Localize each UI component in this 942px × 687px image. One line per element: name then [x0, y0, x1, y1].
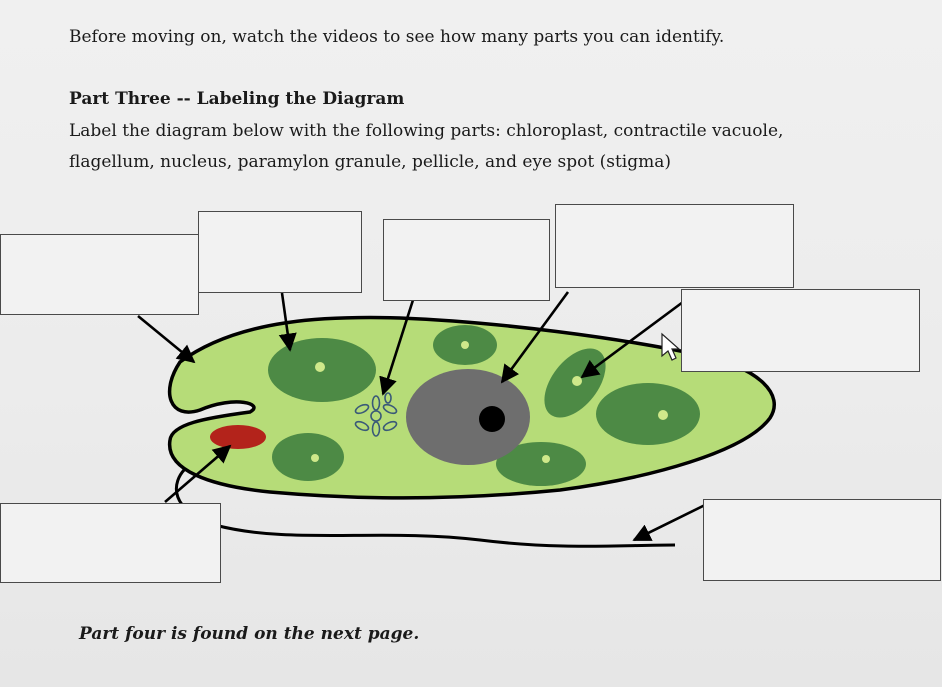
arrow-to-chloroplast — [278, 292, 297, 352]
paramylon-granule — [315, 362, 325, 372]
paramylon-granule — [311, 454, 319, 462]
label-box-paramylon-granule[interactable] — [681, 289, 920, 372]
nucleus — [406, 369, 530, 465]
chloroplast — [496, 442, 586, 486]
eye-spot-stigma — [210, 425, 266, 449]
arrow-to-flagellum — [632, 503, 706, 542]
paramylon-granule — [658, 410, 668, 420]
mouse-cursor-icon — [661, 332, 681, 361]
label-box-chloroplast[interactable] — [198, 211, 362, 293]
chloroplast — [272, 433, 344, 481]
arrow-to-contractile-vacuole — [379, 299, 415, 396]
nucleolus — [479, 406, 505, 432]
arrow-to-eye-spot — [164, 444, 232, 503]
part-title: Part Three -- Labeling the Diagram — [69, 89, 405, 109]
paramylon-granule — [542, 455, 550, 463]
paramylon-granule — [572, 376, 582, 386]
label-box-eye-spot[interactable] — [0, 503, 221, 583]
arrow-to-pellicle — [137, 314, 196, 364]
label-box-nucleus[interactable] — [555, 204, 794, 288]
instructions-line-1: Label the diagram below with the followi… — [69, 121, 784, 141]
instructions-line-2: flagellum, nucleus, paramylon granule, p… — [69, 152, 671, 172]
contractile-vacuole — [354, 392, 398, 437]
intro-text: Before moving on, watch the videos to se… — [69, 27, 725, 47]
label-box-flagellum[interactable] — [703, 499, 941, 581]
label-box-pellicle[interactable] — [0, 234, 199, 315]
footer-note: Part four is found on the next page. — [79, 624, 420, 644]
arrow-to-paramylon-granule — [580, 300, 684, 379]
paramylon-granule — [461, 341, 469, 349]
chloroplast — [596, 383, 700, 445]
label-box-contractile-vacuole[interactable] — [383, 219, 550, 301]
arrow-to-nucleus — [500, 291, 570, 384]
flagellum — [174, 453, 676, 548]
